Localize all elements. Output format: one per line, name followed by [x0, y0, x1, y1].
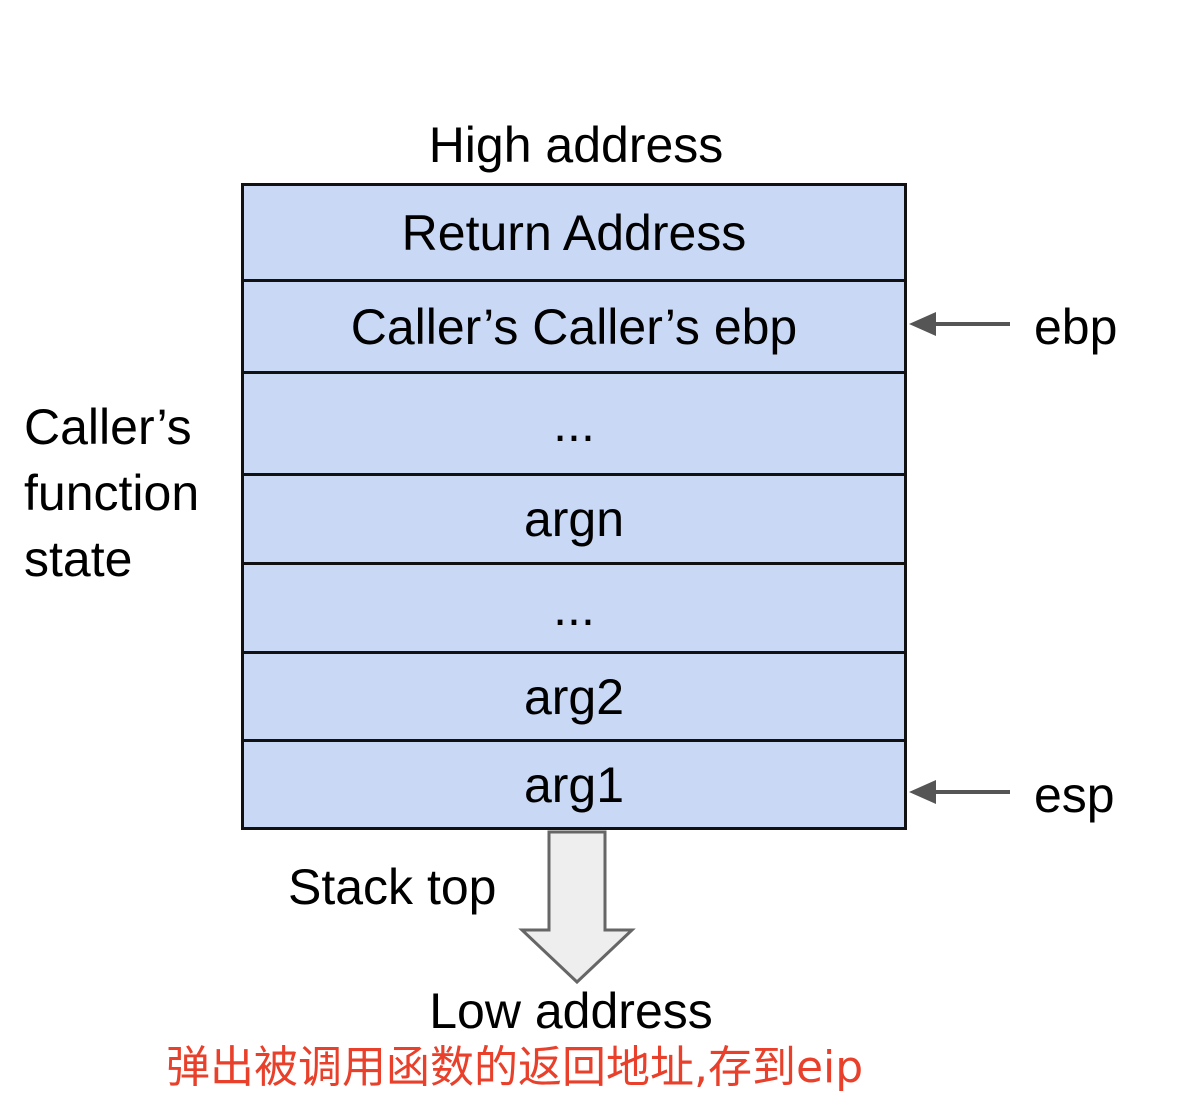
stack-cell-argn: argn	[244, 473, 904, 562]
high-address-label: High address	[428, 117, 724, 173]
stack-cell-callers-ebp: Caller’s Caller’s ebp	[244, 279, 904, 371]
ebp-pointer-arrow	[909, 312, 1010, 336]
low-address-label: Low address	[429, 983, 713, 1039]
ebp-label: ebp	[1034, 299, 1118, 355]
stack-cell-arg2: arg2	[244, 651, 904, 739]
stack-cell-ellipsis-lower: ...	[244, 562, 904, 651]
esp-pointer-arrow	[909, 780, 1010, 804]
stack-cell-ellipsis-upper: ...	[244, 371, 904, 473]
annotation-note: 弹出被调用函数的返回地址,存到eip	[166, 1042, 864, 1093]
caller-function-state-label: Caller’s function state	[24, 399, 200, 587]
stack-top-label: Stack top	[288, 859, 497, 915]
stack-cell-arg1: arg1	[244, 739, 904, 827]
stack-cell-return-address: Return Address	[244, 186, 904, 279]
esp-label: esp	[1034, 767, 1115, 823]
stack-growth-down-arrow	[518, 830, 636, 985]
stack-frame: Return Address Caller’s Caller’s ebp ...…	[241, 183, 907, 830]
